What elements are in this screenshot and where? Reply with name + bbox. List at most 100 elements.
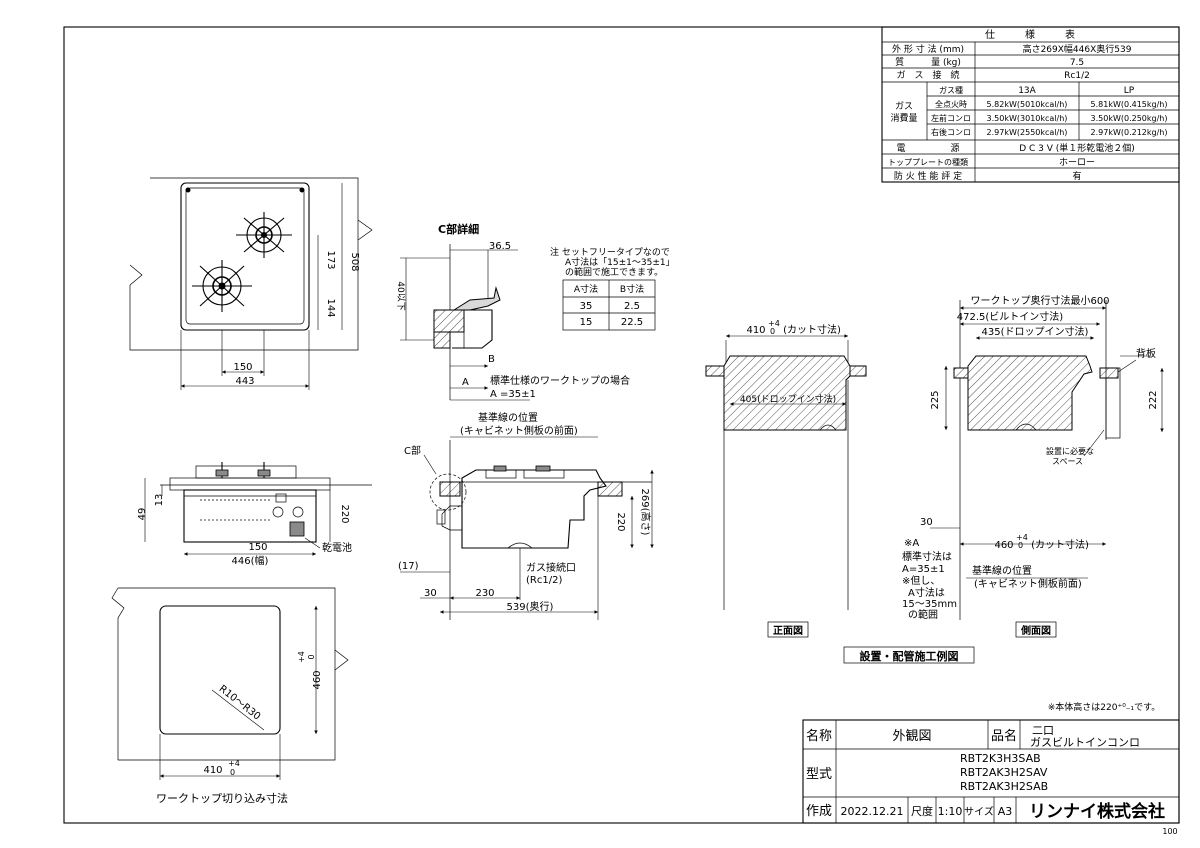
gas-header-13a: 13A bbox=[1018, 86, 1036, 96]
height-note: ※本体高さは220⁺⁰₋₁です。 bbox=[1048, 701, 1161, 713]
install-front-cut-tol0: 0 bbox=[770, 327, 775, 336]
dim-443: 443 bbox=[235, 376, 254, 387]
install-side-cut-suffix: (カット寸法) bbox=[1031, 538, 1089, 551]
dim-144: 144 bbox=[325, 298, 336, 317]
spec-label-power: 電 源 bbox=[896, 143, 959, 154]
a-b-row2-a: 15 bbox=[580, 317, 593, 328]
gas-row-right-13a: 2.97kW(2550kcal/h) bbox=[987, 128, 1068, 137]
side-dim-230: 230 bbox=[475, 588, 494, 599]
install-front-drop: 405(ドロップイン寸法) bbox=[740, 393, 836, 405]
cutout-tol0-410: 0 bbox=[230, 768, 235, 777]
gas-group-label-2: 消費量 bbox=[890, 112, 917, 124]
dim-150-front: 150 bbox=[248, 542, 267, 553]
std-line-2: A =35±1 bbox=[490, 389, 536, 400]
dim-49: 49 bbox=[137, 508, 148, 521]
install-caption: 設置・配管施工例図 bbox=[860, 649, 959, 663]
side-view: C部 220 269(高さ) (17) ガス接続口 (Rc1/2) 30 230 bbox=[398, 440, 654, 620]
side-grate-icon bbox=[485, 465, 565, 479]
dim-173: 173 bbox=[325, 250, 336, 269]
install-front-cut-suffix: (カット寸法) bbox=[783, 323, 841, 336]
front-burner-icon bbox=[192, 260, 252, 312]
title-scale-value: 1:10 bbox=[938, 805, 963, 818]
spec-label-plate: トッププレートの種類 bbox=[888, 157, 968, 167]
spec-value-gas: Rc1/2 bbox=[1064, 71, 1090, 81]
c-detail-note-2: A寸法は「15±1〜35±1」 bbox=[565, 256, 675, 268]
backboard-label: 背板 bbox=[1136, 347, 1156, 360]
cutout-radius: R10〜R30 bbox=[217, 684, 263, 723]
ref-line-1: 基準線の位置 bbox=[478, 411, 538, 424]
cutout-tol0-460: 0 bbox=[307, 654, 316, 659]
title-model-2: RBT2AK3H2SAV bbox=[960, 766, 1048, 779]
install-front-cut-tol: +4 bbox=[768, 319, 780, 328]
c-detail-note-1: 注 セットフリータイプなので bbox=[550, 246, 670, 258]
spec-label-size: 外 形 寸 法 (mm) bbox=[892, 43, 964, 55]
rear-burner-icon bbox=[236, 212, 292, 258]
front-view-small: 49 13 220 150 446(幅) 乾電池 bbox=[137, 462, 372, 567]
spec-value-power: D C 3 V (単１形乾電池２個) bbox=[1019, 142, 1135, 154]
c-detail-dim-40: 40以下 bbox=[395, 281, 405, 310]
install-side-view: ワークトップ奥行寸法最小600 472.5(ビルトイン寸法) 435(ドロップイ… bbox=[902, 294, 1164, 638]
gas-row-left-label: 左前コンロ bbox=[931, 113, 971, 123]
cutout-caption: ワークトップ切り込み寸法 bbox=[156, 791, 288, 805]
a-b-row1-b: 2.5 bbox=[624, 301, 640, 312]
side-dim-539: 539(奥行) bbox=[507, 600, 554, 613]
gas-row-right-lp: 2.97kW(0.212kg/h) bbox=[1091, 128, 1168, 137]
gas-row-left-13a: 3.50kW(3010kcal/h) bbox=[987, 114, 1068, 123]
spec-value-mass: 7.5 bbox=[1070, 58, 1084, 68]
title-name-label: 名称 bbox=[806, 728, 832, 744]
install-side-cut-tol0: 0 bbox=[1018, 541, 1023, 550]
grate-icon bbox=[195, 462, 297, 479]
install-front-view: 410 +4 0 (カット寸法) 405(ドロップイン寸法) 正面図 bbox=[705, 319, 867, 638]
c-detail-title: C部詳細 bbox=[438, 222, 479, 236]
sheet-frame bbox=[63, 26, 1180, 824]
title-model-label: 型式 bbox=[806, 767, 832, 782]
battery-label: 乾電池 bbox=[322, 541, 352, 554]
dim-220-front: 220 bbox=[339, 504, 350, 523]
a-b-header-a: A寸法 bbox=[574, 283, 598, 295]
side-dim-17: (17) bbox=[398, 561, 419, 572]
page-code: 100 bbox=[1162, 827, 1177, 836]
install-side-dim-225: 225 bbox=[930, 390, 941, 409]
c-detail-label-b: B bbox=[488, 354, 495, 365]
gas-port-line-1: ガス接続口 bbox=[526, 561, 576, 574]
title-block: 名称 外観図 品名 二口 ガスビルトインコンロ 型式 RBT2K3H3SAB R… bbox=[802, 719, 1180, 824]
spec-table: 仕 様 表 外 形 寸 法 (mm) 高さ269X幅446X奥行539 質 量 … bbox=[881, 26, 1180, 183]
title-name-value: 外観図 bbox=[892, 729, 931, 744]
gas-port-line-2: (Rc1/2) bbox=[526, 575, 562, 586]
c-detail-label-a: A bbox=[462, 377, 469, 388]
spec-label-fire: 防 火 性 能 評 定 bbox=[894, 170, 962, 182]
install-side-dim-30: 30 bbox=[920, 517, 933, 528]
install-side-note-4: A寸法は bbox=[908, 586, 945, 599]
gas-row-all-13a: 5.82kW(5010kcal/h) bbox=[987, 100, 1068, 109]
title-model-3: RBT2AK3H2SAB bbox=[960, 780, 1048, 793]
c-part-label: C部 bbox=[404, 444, 421, 457]
title-product-line-1: 二口 bbox=[1032, 724, 1054, 737]
space-line-2: スペース bbox=[1052, 457, 1083, 466]
spec-value-plate: ホーロー bbox=[1059, 157, 1095, 168]
built-in-label: 472.5(ビルトイン寸法) bbox=[957, 310, 1064, 323]
side-dim-269: 269(高さ) bbox=[639, 489, 652, 536]
install-side-note-5: 15〜35mm bbox=[902, 599, 957, 610]
install-side-note-1: 標準寸法は bbox=[902, 550, 952, 563]
install-side-note-mark: ※A bbox=[904, 538, 919, 549]
install-side-note-3: ※但し、 bbox=[902, 575, 940, 587]
drop-in-label: 435(ドロップイン寸法) bbox=[982, 325, 1089, 338]
spec-table-title: 仕 様 表 bbox=[985, 28, 1075, 41]
dim-508: 508 bbox=[349, 252, 360, 271]
cutout-tol-460: +4 bbox=[297, 651, 306, 663]
install-side-ref-2: (キャビネット側板前面) bbox=[974, 577, 1082, 590]
title-scale-label: 尺度 bbox=[911, 804, 933, 818]
dim-460-cutout: 460 bbox=[312, 670, 323, 689]
c-detail: C部詳細 36.5 40以下 B A 注 セットフリータイプなので A寸法は「1… bbox=[395, 222, 675, 438]
a-b-row2-b: 22.5 bbox=[621, 317, 643, 328]
gas-row-all-label: 全点火時 bbox=[935, 99, 967, 109]
wt-depth-label: ワークトップ奥行寸法最小600 bbox=[970, 294, 1109, 307]
title-product-label: 品名 bbox=[991, 728, 1017, 744]
gas-header-label: ガス種 bbox=[939, 85, 963, 95]
title-created-label: 作成 bbox=[806, 804, 832, 819]
install-side-cut-value: 460 bbox=[994, 540, 1013, 551]
install-side-note-2: A=35±1 bbox=[902, 564, 945, 575]
company-logo-text: リンナイ株式会社 bbox=[1029, 801, 1165, 822]
install-side-cut-tol: +4 bbox=[1016, 533, 1028, 542]
